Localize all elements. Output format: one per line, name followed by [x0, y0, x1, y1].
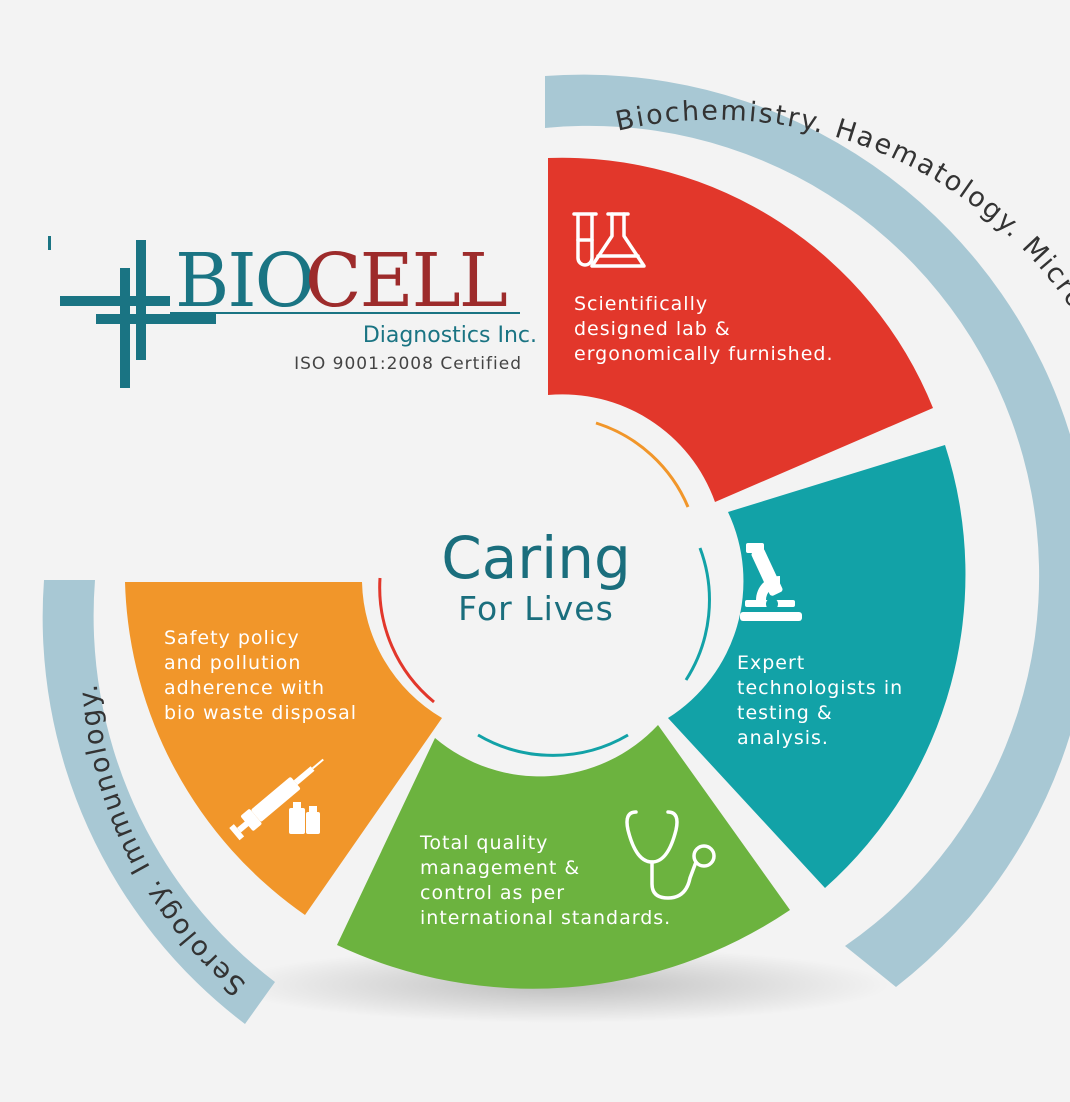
segment-safety: [125, 582, 442, 915]
segment-line: designed lab &: [574, 318, 731, 340]
logo-cell: CELL: [305, 238, 507, 324]
segment-line: adherence with: [164, 677, 325, 699]
outer-ring-left: [42, 580, 276, 1024]
segment-line: management &: [420, 857, 580, 879]
medical-cross-icon: [48, 236, 216, 388]
segment-line: analysis.: [737, 727, 829, 749]
segment-lab-text: Scientifically designed lab & ergonomica…: [574, 293, 834, 365]
lab-glassware-icon: [572, 212, 646, 268]
segment-line: international standards.: [420, 907, 671, 929]
segment-line: testing &: [737, 702, 833, 724]
microscope-icon: [740, 543, 802, 621]
segment-line: bio waste disposal: [164, 702, 357, 724]
segment-line: Total quality: [419, 832, 548, 854]
segment-line: control as per: [420, 882, 565, 904]
segment-line: Scientifically: [574, 293, 708, 315]
inner-arc-red: [378, 577, 435, 704]
center-title: Caring: [441, 524, 631, 592]
segment-line: technologists in: [737, 677, 903, 699]
logo: BIO CELL Diagnostics Inc. ISO 9001:2008 …: [48, 236, 537, 388]
stethoscope-icon: [625, 810, 716, 900]
segment-line: and pollution: [164, 652, 301, 674]
inner-arc-orange: [595, 421, 690, 508]
segment-tech: [668, 445, 966, 888]
segment-lab: [548, 157, 933, 502]
syringe-vials-icon: [229, 758, 324, 841]
logo-bio: BIO: [175, 238, 313, 324]
center-subtitle: For Lives: [458, 589, 614, 628]
segment-tech-text: Expert technologists in testing & analys…: [737, 652, 903, 749]
segment-line: Safety policy: [164, 627, 300, 649]
logo-certification: ISO 9001:2008 Certified: [294, 354, 522, 374]
segment-line: ergonomically furnished.: [574, 343, 834, 365]
inner-arc-teal-right: [684, 547, 711, 681]
segment-line: Expert: [737, 652, 805, 674]
segment-quality-text: Total quality management & control as pe…: [419, 832, 671, 929]
inner-arc-teal-bottom: [477, 733, 629, 757]
logo-subtitle: Diagnostics Inc.: [363, 323, 537, 348]
segment-safety-text: Safety policy and pollution adherence wi…: [164, 627, 357, 724]
segment-quality: [337, 725, 790, 989]
